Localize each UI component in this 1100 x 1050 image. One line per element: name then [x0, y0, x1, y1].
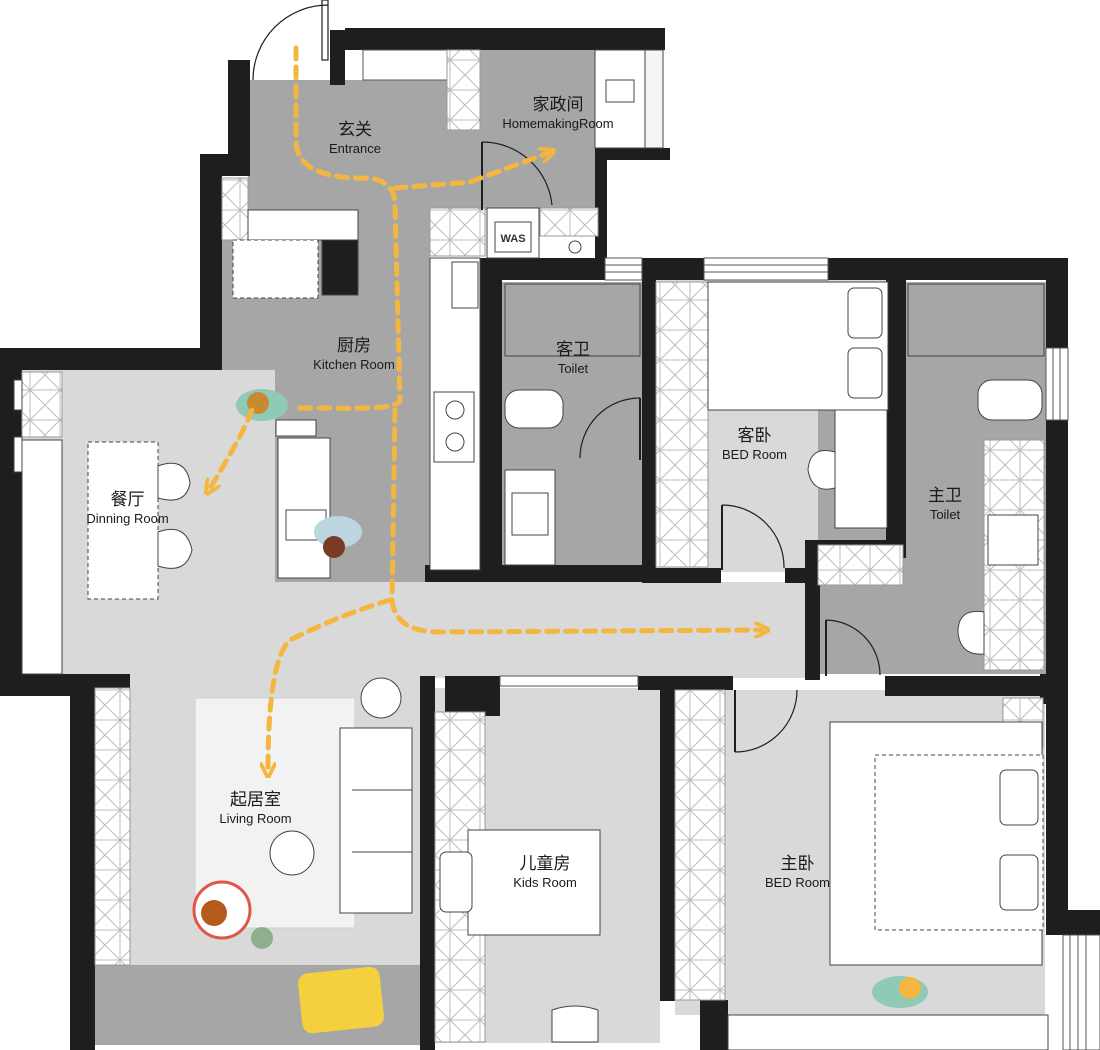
room-name-en: Dinning Room: [86, 511, 169, 527]
doors: [252, 0, 881, 753]
room-name-en: Kitchen Room: [313, 357, 395, 373]
room-label-guest-toilet: 客卫 Toilet: [538, 340, 608, 378]
room-name-cn: 厨房: [337, 336, 371, 356]
armchair: [192, 880, 273, 949]
washing-machine: WAS: [486, 207, 540, 259]
entrance-shoe-cabinet: [221, 177, 249, 241]
master-washbasin: [987, 514, 1039, 566]
desk-chair: [807, 450, 836, 490]
master-toilet-cabinet: [817, 544, 904, 586]
guest-toilet-door[interactable]: [579, 397, 641, 460]
entry-door[interactable]: [252, 0, 329, 81]
path-entrance: [293, 45, 403, 411]
coffee-table: [269, 830, 315, 876]
side-table: [360, 677, 402, 719]
room-name-en: Toilet: [557, 361, 589, 377]
room-label-master-bedroom: 主卧 BED Room: [755, 854, 840, 892]
master-wardrobe: [674, 689, 726, 1001]
room-name-cn: 家政间: [532, 95, 584, 115]
room-name-cn: 玄关: [338, 120, 372, 140]
furniture: WAS: [13, 49, 1049, 1050]
sofa: [339, 727, 413, 914]
room-name-en: Living Room: [219, 811, 292, 827]
living-wardrobe: [94, 687, 131, 966]
room-name-cn: 客卧: [737, 426, 772, 446]
washer-label: WAS: [500, 233, 525, 245]
person-icon: [314, 516, 362, 558]
master-toilet-door[interactable]: [825, 619, 881, 676]
dining-chair: [157, 528, 193, 569]
room-name-cn: 客卫: [556, 340, 590, 360]
toilet-icon: [977, 379, 1043, 421]
kitchen-upper-cabinet: [429, 207, 486, 257]
guest-bedroom-door[interactable]: [721, 504, 785, 570]
circulation-paths: [210, 45, 762, 770]
vanity-chair: [957, 610, 985, 655]
master-bedroom-door[interactable]: [734, 689, 798, 753]
room-label-entrance: 玄关 Entrance: [315, 120, 395, 158]
room-name-cn: 儿童房: [519, 854, 571, 874]
people: [236, 389, 928, 1008]
homemaking-cabinet: [539, 207, 599, 237]
range-hood: [451, 261, 479, 309]
wall-cabinet: [21, 439, 63, 675]
path-to-dining: [210, 407, 255, 488]
toilet-icon: [504, 389, 564, 429]
bar-stool: [275, 419, 317, 437]
room-name-cn: 主卧: [780, 854, 815, 874]
room-label-living: 起居室 Living Room: [208, 790, 303, 828]
room-label-guest-bedroom: 客卧 BED Room: [712, 426, 797, 464]
guest-wardrobe: [655, 281, 709, 568]
wardrobes: [21, 49, 1045, 1043]
room-name-en: HomemakingRoom: [502, 116, 614, 132]
room-name-en: Toilet: [929, 507, 961, 523]
dining-table: [87, 441, 159, 600]
person-icon: [236, 389, 288, 421]
floor-homemaking: [480, 50, 595, 210]
path-to-living: [268, 597, 393, 770]
room-name-cn: 起居室: [230, 790, 281, 810]
kids-chair: [551, 1005, 599, 1043]
guest-desk: [834, 409, 888, 529]
pet-bed: [298, 966, 384, 1034]
dining-chair: [157, 462, 191, 501]
room-label-dining: 餐厅 Dinning Room: [75, 490, 180, 528]
master-floor-strip: [727, 1014, 1049, 1050]
room-name-en: Entrance: [328, 141, 382, 157]
room-label-kitchen: 厨房 Kitchen Room: [304, 336, 404, 374]
room-label-master-toilet: 主卫 Toilet: [910, 486, 980, 524]
path-to-homemaking: [392, 153, 548, 191]
room-name-cn: 主卫: [928, 486, 962, 506]
room-name-cn: 餐厅: [110, 490, 145, 510]
room-name-en: Kids Room: [513, 875, 577, 891]
floor-drain-icon: [568, 240, 582, 254]
floor-entrance: [248, 80, 480, 210]
kids-bed: [467, 829, 601, 936]
entrance-bench: [247, 209, 359, 241]
homemaking-shelf: [644, 49, 664, 149]
master-shower: [907, 283, 1045, 357]
room-name-en: BED Room: [764, 875, 831, 891]
guest-shower: [504, 283, 641, 357]
room-name-en: BED Room: [721, 447, 788, 463]
windows: [362, 49, 1100, 1050]
kitchen-island: [277, 437, 331, 579]
room-label-kids: 儿童房 Kids Room: [500, 854, 590, 892]
burner-icon: [445, 400, 465, 420]
room-label-homemaking: 家政间 HomemakingRoom: [493, 95, 623, 133]
person-icon: [872, 976, 928, 1008]
entrance-cabinet: [446, 49, 481, 131]
burner-icon: [445, 432, 465, 452]
breakfast-table: [232, 239, 319, 299]
dining-sideboard: [21, 371, 63, 438]
